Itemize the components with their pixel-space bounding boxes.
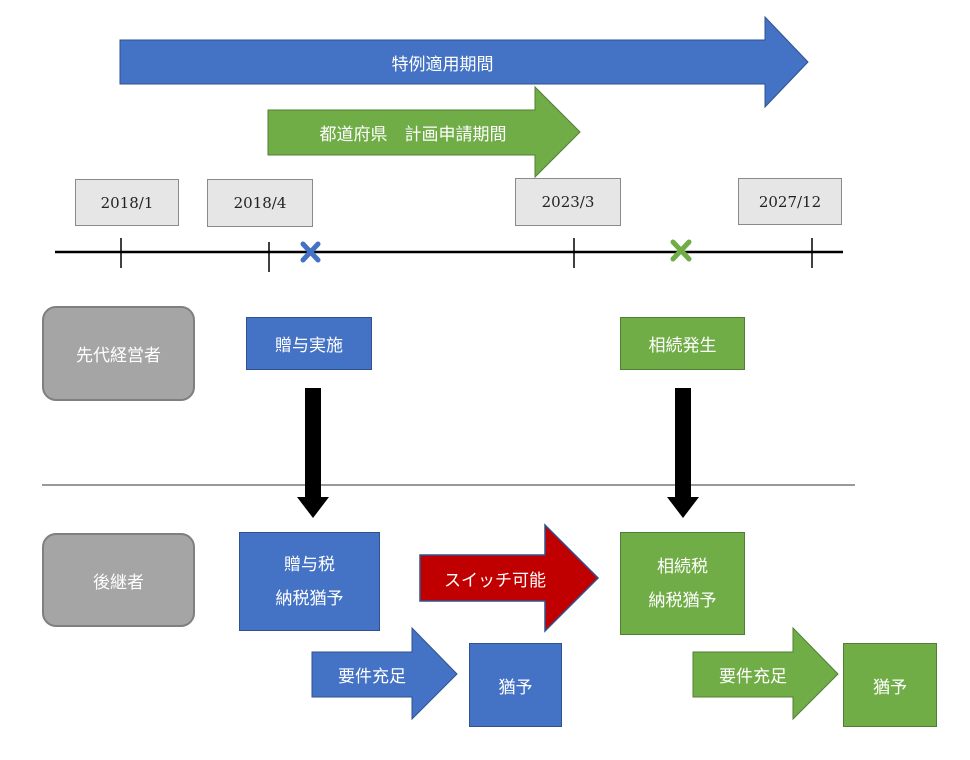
prefecture-period-label: 都道府県 計画申請期間 [319, 125, 507, 145]
inheritance-marker-icon [670, 239, 692, 262]
successor-role-box: 後継者 [42, 533, 195, 627]
date-box-2027-12: 2027/12 [738, 178, 842, 225]
special-period-arrow [119, 15, 809, 109]
requirement-blue-label: 要件充足 [338, 667, 406, 687]
switch-label: スイッチ可能 [444, 570, 546, 591]
requirement-blue-arrow [311, 626, 458, 721]
switch-arrow [419, 523, 600, 633]
predecessor-role-box: 先代経営者 [42, 306, 195, 401]
requirement-green-label: 要件充足 [719, 667, 787, 687]
inheritance-tax-line1: 相続税 [657, 556, 708, 577]
deferral-blue-box: 猶予 [469, 643, 562, 727]
gift-tax-line1: 贈与税 [284, 554, 335, 575]
inheritance-event-box: 相続発生 [620, 317, 745, 370]
date-box-2018-4: 2018/4 [207, 179, 313, 227]
inheritance-tax-deferral-box: 相続税 納税猶予 [620, 532, 745, 635]
gift-event-box: 贈与実施 [246, 317, 372, 370]
inheritance-down-arrow [667, 388, 699, 518]
gift-tax-deferral-box: 贈与税 納税猶予 [239, 532, 380, 631]
special-period-label: 特例適用期間 [391, 54, 494, 75]
inheritance-tax-line2: 納税猶予 [648, 590, 717, 611]
date-box-2018-1: 2018/1 [75, 179, 179, 226]
date-box-2023-3: 2023/3 [515, 178, 621, 226]
deferral-green-box: 猶予 [843, 643, 937, 727]
prefecture-period-arrow [267, 85, 581, 179]
gift-tax-line2: 納税猶予 [275, 588, 344, 609]
gift-down-arrow [297, 388, 329, 518]
requirement-green-arrow [692, 626, 839, 721]
gift-marker-icon [300, 241, 321, 263]
